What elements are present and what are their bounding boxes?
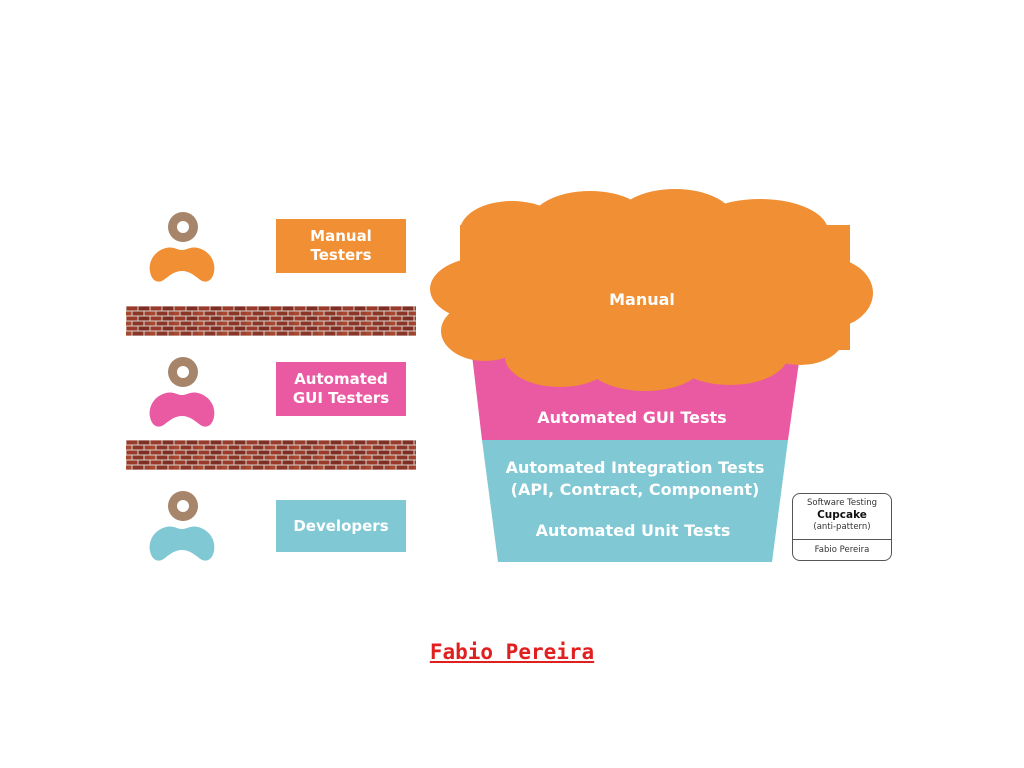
badge-author: Fabio Pereira (814, 545, 870, 555)
gui-tests-text: Automated GUI Tests (537, 408, 726, 427)
author-link[interactable]: Fabio Pereira (429, 640, 595, 664)
gui-tester-person-icon (149, 357, 215, 427)
integration-tests-detail-text: (API, Contract, Component) (511, 480, 760, 499)
unit-integration-layer (482, 440, 788, 562)
testing-cupcake-diagram: Manual Automated GUI Tests Automated Int… (430, 189, 873, 562)
unit-tests-text: Automated Unit Tests (536, 521, 731, 540)
gui-testers-label: Automated GUI Testers (276, 362, 406, 416)
developers-label: Developers (276, 500, 406, 552)
brick-wall-bottom (126, 440, 416, 470)
integration-tests-text: Automated Integration Tests (506, 458, 765, 477)
badge-title: Software Testing (806, 498, 878, 508)
manual-tests-text: Manual (609, 290, 675, 309)
badge-name: Cupcake (817, 509, 867, 521)
manual-tests-frosting (430, 189, 873, 391)
developer-person-icon (149, 491, 215, 561)
badge-subtitle: (anti-pattern) (813, 522, 871, 532)
manual-testers-label: Manual Testers (276, 219, 406, 273)
cupcake-antipattern-badge: Software Testing Cupcake (anti-pattern) … (792, 493, 892, 561)
brick-wall-top (126, 306, 416, 336)
manual-tester-person-icon (149, 212, 215, 282)
